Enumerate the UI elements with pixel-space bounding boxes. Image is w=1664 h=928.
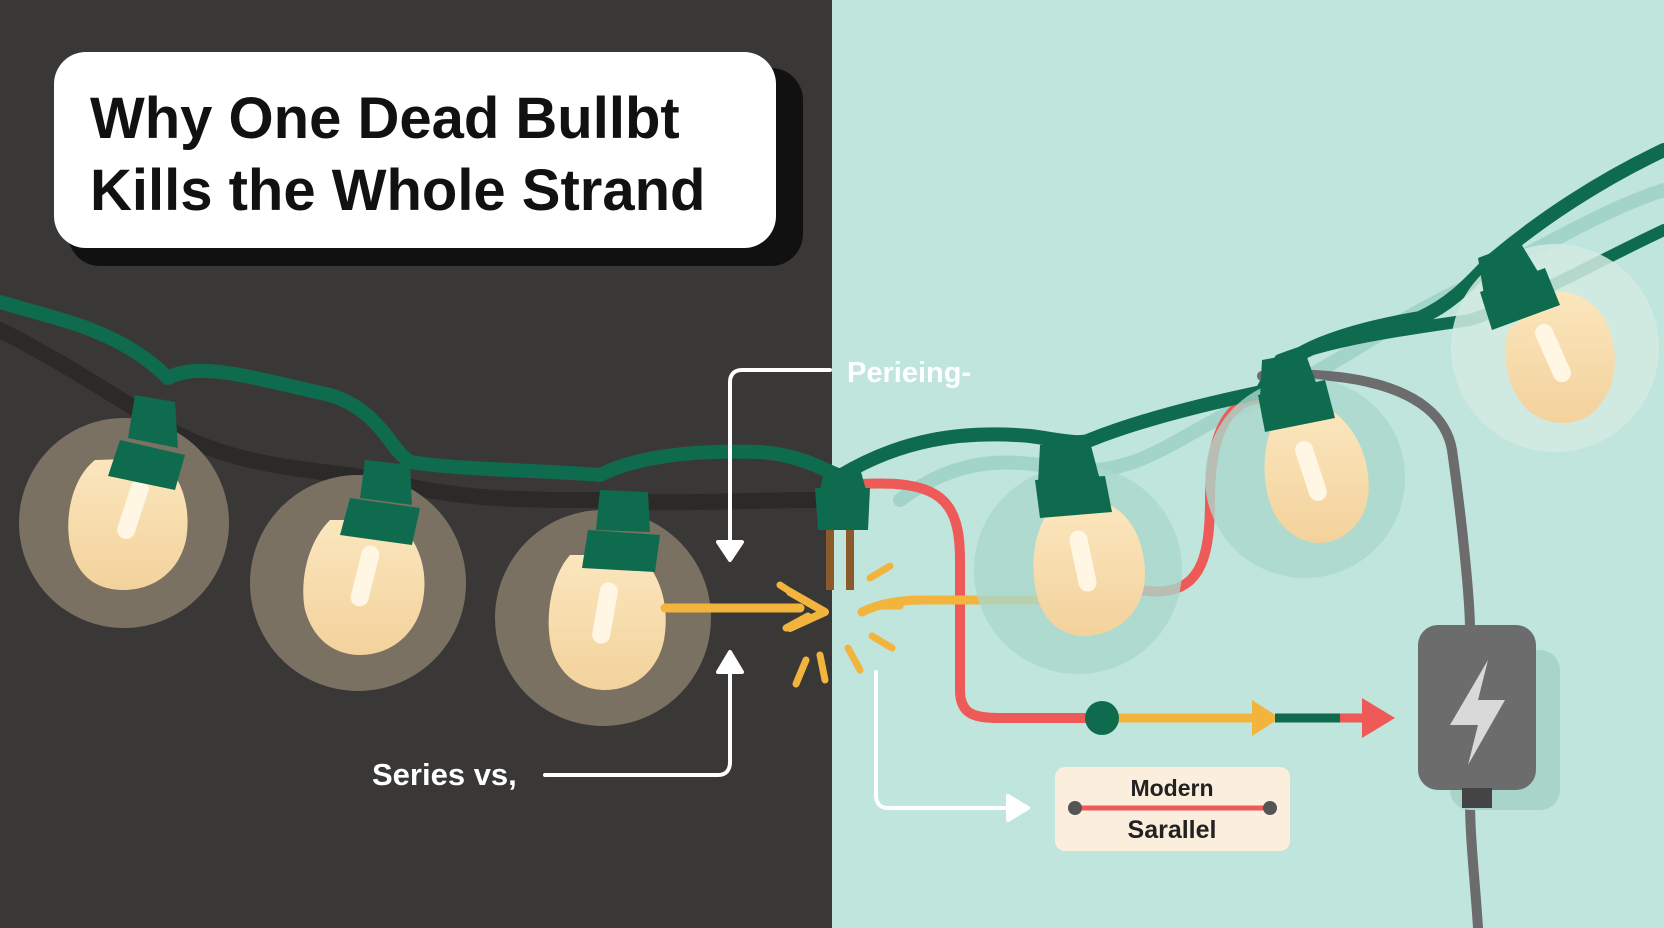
bulb-4-cap [1038,442,1100,484]
left-callout-line [543,663,732,777]
spark-ray-3 [816,651,829,684]
parallel-arrow-red-head [1362,698,1395,738]
top-callout-label: Perieing- [847,357,971,389]
title-line-1: Why One Dead Bullbt [90,86,680,151]
bulb-3 [495,490,711,726]
bulb-2 [250,460,466,691]
box-callout-line [874,670,1017,810]
title-card-panel [54,52,776,248]
bulb-2-cap [360,460,412,505]
bulb-1 [19,395,229,628]
outlet-box [1418,625,1560,810]
parallel-current-arrow [1085,698,1395,738]
yellow-current-arrow-right [857,595,1045,617]
bulb-4-socket [1035,476,1112,518]
left-callout-head [716,650,744,674]
bulb-6-cap [1478,242,1540,295]
broken-plug-prong-right [846,530,854,590]
spark-ray-2 [782,612,812,632]
lightning-bolt-icon [1450,660,1505,765]
left-callout-arrow [543,650,744,777]
junction-dot [1085,701,1119,735]
spark-burst [776,562,904,688]
bulb-6 [1451,242,1659,452]
spark-ray-5 [866,562,894,582]
outlet-box-plug [1462,788,1492,808]
bulb-1-cap [128,395,178,448]
top-callout-head [716,540,744,562]
title-card: Why One Dead Bullbt Kills the Whole Stra… [54,52,803,266]
broken-plug [815,468,870,590]
title-line-2: Kills the Whole Strand [90,158,706,223]
spark-ray-4 [844,644,864,674]
spark-ray-1 [776,581,804,602]
bulb-3-socket [582,530,660,572]
left-callout-label: Series vs, [372,757,517,792]
box-bottom-label: Sarallel [1128,816,1217,844]
broken-plug-body [815,488,870,530]
bulb-3-cap [596,490,650,532]
spark-ray-8 [792,656,810,688]
bulb-1-socket [108,440,185,490]
parallel-arrow-yellow-head [1252,700,1280,736]
bulb-1-filament [117,479,149,539]
modern-parallel-box: Modern Sarallel [1055,767,1290,851]
broken-plug-prong-left [826,530,834,590]
bulb-6-socket [1480,268,1560,330]
bulb-6-filament [1535,323,1571,383]
modern-parallel-box-dot-right [1263,801,1277,815]
bulb-4-filament [1069,530,1097,592]
bulb-2-filament [350,545,380,607]
bulb-5-cap [1260,352,1318,398]
bulb-3-filament [592,582,618,644]
top-callout-line [728,368,832,550]
modern-parallel-box-dot-left [1068,801,1082,815]
box-callout-arrow [874,670,1030,822]
spark-ray-6 [868,632,896,652]
broken-plug-cap [820,468,866,490]
bulb-5-filament [1295,441,1327,501]
box-callout-head [1006,794,1030,822]
top-callout-arrow [716,368,832,562]
bulb-4 [974,442,1182,674]
box-top-label: Modern [1130,775,1213,801]
outlet-cable [1257,369,1483,928]
bulb-2-socket [340,498,420,545]
bulb-5 [1205,352,1405,578]
